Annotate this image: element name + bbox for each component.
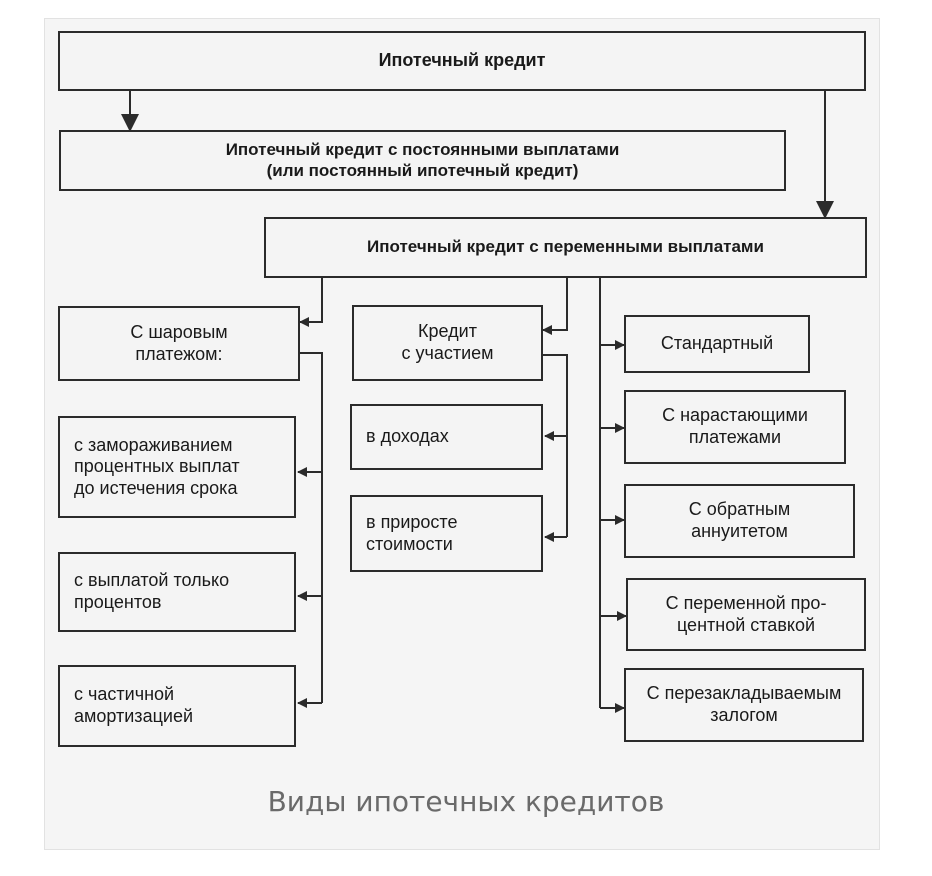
node-reverse-annuity: С обратным аннуитетом (624, 484, 855, 558)
node-variable-payments: Ипотечный кредит с переменными выплатами (264, 217, 867, 278)
node-variable-rate: С переменной про- центной ставкой (626, 578, 866, 651)
node-balloon-interest-only: с выплатой только процентов (58, 552, 296, 632)
node-balloon-freeze-label: с замораживанием процентных выплат до ис… (74, 434, 240, 498)
node-increasing-payments: С нарастающими платежами (624, 390, 846, 464)
node-standard-label: Стандартный (660, 333, 774, 354)
node-mortgage-root-label: Ипотечный кредит (378, 50, 546, 71)
node-fixed-payments-label: Ипотечный кредит с постоянными выплатами… (225, 140, 620, 180)
node-fixed-payments: Ипотечный кредит с постоянными выплатами… (59, 130, 786, 191)
node-balloon-label: С шаровым платежом: (130, 321, 228, 364)
node-reverse-annuity-label: С обратным аннуитетом (688, 499, 791, 541)
node-rebondable-collateral-label: С перезакладываемым залогом (646, 683, 842, 725)
line-balloon-spine (300, 352, 323, 703)
node-rebondable-collateral: С перезакладываемым залогом (624, 668, 864, 742)
node-participation-label: Кредит с участием (401, 321, 494, 363)
node-increasing-payments-label: С нарастающими платежами (662, 405, 808, 447)
node-balloon-partial-label: с частичной амортизацией (74, 684, 194, 726)
arrow-variable-to-participation (542, 278, 568, 335)
node-balloon-interest-only-label: с выплатой только процентов (74, 570, 230, 612)
node-participation-value-growth: в приросте стоимости (350, 495, 543, 572)
node-participation: Кредит с участием (352, 305, 543, 381)
node-balloon-partial: с частичной амортизацией (58, 665, 296, 747)
node-participation-income: в доходах (350, 404, 543, 470)
node-balloon: С шаровым платежом: (58, 306, 300, 381)
node-variable-payments-label: Ипотечный кредит с переменными выплатами (367, 237, 764, 257)
node-standard: Стандартный (624, 315, 810, 373)
line-participation-spine (543, 354, 568, 537)
node-balloon-freeze: с замораживанием процентных выплат до ис… (58, 416, 296, 518)
node-variable-rate-label: С переменной про- центной ставкой (665, 592, 827, 635)
node-mortgage-root: Ипотечный кредит (58, 31, 866, 91)
diagram-caption: Виды ипотечных кредитов (267, 785, 665, 818)
node-participation-income-label: в доходах (366, 426, 449, 447)
arrow-variable-to-balloon (299, 278, 323, 327)
node-participation-value-growth-label: в приросте стоимости (366, 511, 458, 554)
